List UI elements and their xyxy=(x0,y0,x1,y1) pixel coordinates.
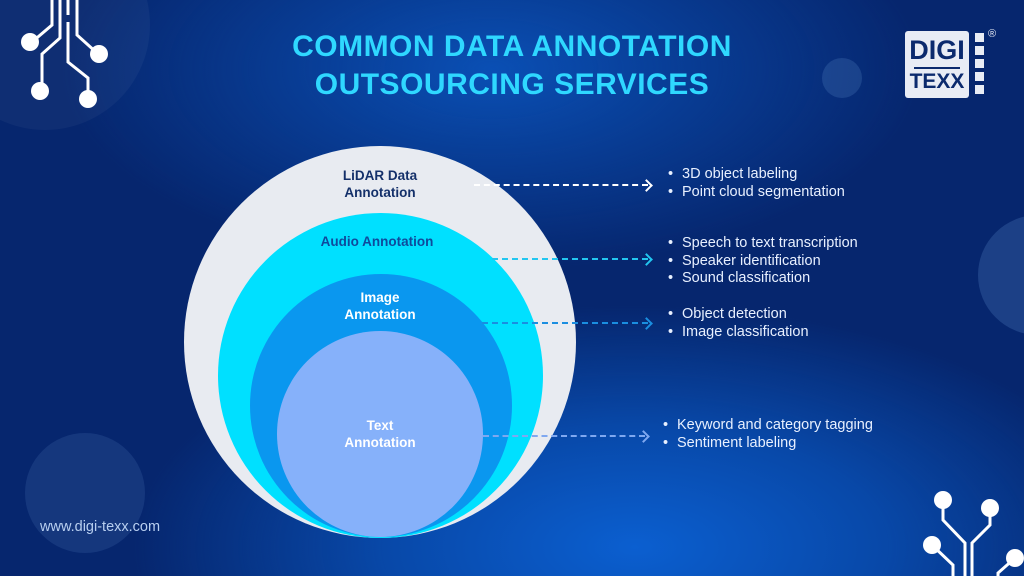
image-label: Image Annotation xyxy=(344,290,416,322)
arrowhead-icon xyxy=(640,253,653,266)
decorative-circle xyxy=(978,215,1024,335)
image-arrow xyxy=(482,322,648,324)
text-item-list: Keyword and category tagging Sentiment l… xyxy=(663,417,873,452)
list-item: Sentiment labeling xyxy=(663,435,873,453)
lidar-arrow xyxy=(474,184,648,186)
arrowhead-icon xyxy=(640,317,653,330)
list-item: Image classification xyxy=(668,324,809,342)
title-line-2: OUTSOURCING SERVICES xyxy=(314,68,710,101)
logo-square xyxy=(975,33,984,42)
list-item: Speech to text transcription xyxy=(668,235,858,253)
circuit-icon xyxy=(21,0,108,108)
logo-text-texx: TEXX xyxy=(909,70,965,93)
title-line-1: COMMON DATA ANNOTATION xyxy=(292,30,732,63)
logo-square xyxy=(975,85,984,94)
text-arrow xyxy=(483,435,645,437)
decorative-circle xyxy=(822,58,862,98)
audio-label: Audio Annotation xyxy=(320,234,434,249)
list-item: Speaker identification xyxy=(668,253,858,271)
logo-text-digi: DIGI xyxy=(909,35,965,65)
list-item: Keyword and category tagging xyxy=(663,417,873,435)
list-item: 3D object labeling xyxy=(668,166,845,184)
logo-divider xyxy=(914,67,960,69)
page-title: COMMON DATA ANNOTATION OUTSOURCING SERVI… xyxy=(0,28,1024,104)
text-label: Text Annotation xyxy=(344,418,416,450)
registered-mark: ® xyxy=(988,28,997,40)
image-item-list: Object detection Image classification xyxy=(668,306,809,341)
lidar-item-list: 3D object labeling Point cloud segmentat… xyxy=(668,166,845,201)
decorative-circle xyxy=(25,433,145,553)
website-link[interactable]: www.digi-texx.com xyxy=(40,519,161,535)
logo-box xyxy=(905,31,969,98)
lidar-label: LiDAR Data Annotation xyxy=(342,168,418,200)
arrowhead-icon xyxy=(637,430,650,443)
audio-item-list: Speech to text transcription Speaker ide… xyxy=(668,235,858,288)
logo-square xyxy=(975,72,984,81)
list-item: Sound classification xyxy=(668,270,858,288)
list-item: Point cloud segmentation xyxy=(668,184,845,202)
circuit-icon xyxy=(923,491,1024,576)
text-circle xyxy=(277,331,483,537)
logo-square xyxy=(975,59,984,68)
logo-square xyxy=(975,46,984,55)
arrowhead-icon xyxy=(640,179,653,192)
audio-arrow xyxy=(492,258,648,260)
list-item: Object detection xyxy=(668,306,809,324)
